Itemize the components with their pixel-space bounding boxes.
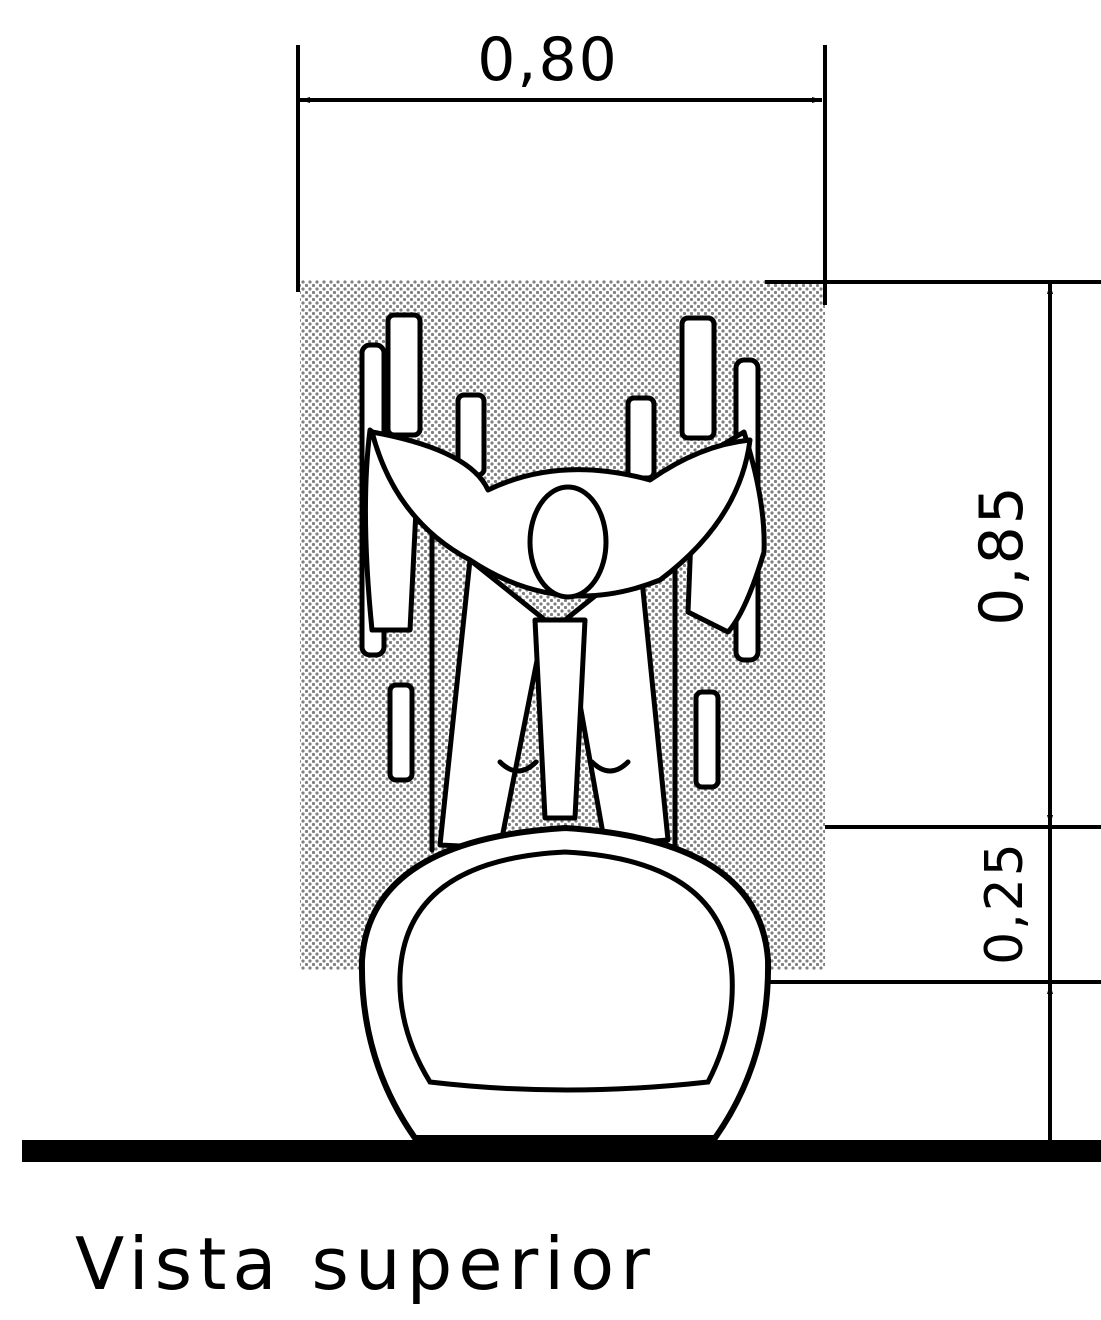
view-caption: Vista superior: [75, 1222, 656, 1306]
clearance-dimension-label: 0,25: [975, 841, 1035, 965]
toilet: [358, 824, 772, 1141]
depth-dimension: [765, 280, 1101, 1150]
depth-dimension-label: 0,85: [967, 484, 1037, 626]
person: [362, 427, 767, 851]
width-dimension: [296, 45, 827, 305]
width-dimension-label: 0,80: [477, 25, 619, 95]
floor-line: [22, 1140, 1101, 1162]
